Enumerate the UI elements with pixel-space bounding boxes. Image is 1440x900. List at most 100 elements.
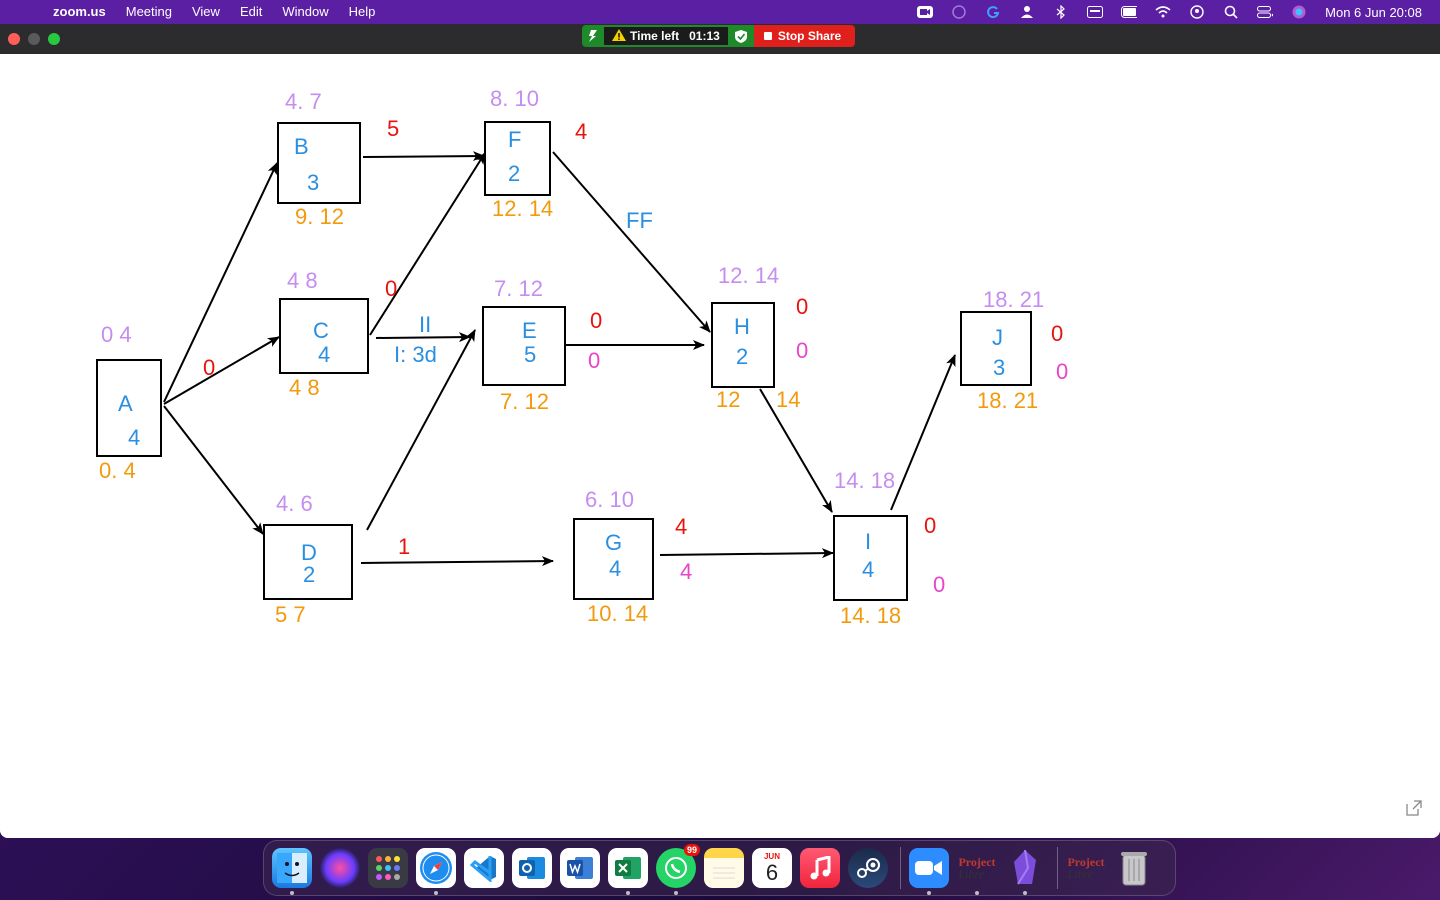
- safari-running-dot: [434, 891, 438, 895]
- arrow-d-g: [360, 556, 554, 567]
- float-label-f: 4: [575, 119, 588, 144]
- node-i-duration: 4: [862, 557, 875, 582]
- node-h-duration: 2: [736, 344, 749, 369]
- late-label-c: 4 8: [289, 375, 320, 400]
- node-g[interactable]: G 4: [573, 518, 654, 600]
- launchpad-icon[interactable]: [368, 848, 408, 888]
- early-label-e: 7. 12: [494, 276, 543, 301]
- node-a-duration: 4: [128, 425, 141, 450]
- keyboard-icon[interactable]: [1087, 5, 1104, 19]
- stop-share-button[interactable]: Stop Share: [753, 25, 856, 47]
- lag-annotation: I: 3d: [394, 342, 437, 367]
- steam-icon[interactable]: [848, 848, 888, 888]
- menu-bar: zoom.us Meeting View Edit Window Help: [0, 0, 1440, 24]
- finder-icon[interactable]: [272, 848, 312, 895]
- node-f-duration: 2: [508, 161, 521, 186]
- arrow-b-f: [362, 151, 485, 162]
- node-i-name: I: [865, 529, 872, 554]
- early-label-h: 12. 14: [718, 263, 780, 288]
- late-label-g: 10. 14: [587, 601, 649, 626]
- music-icon[interactable]: [800, 848, 840, 888]
- whatsapp-icon[interactable]: 99: [656, 844, 700, 895]
- outlook-icon[interactable]: [512, 848, 552, 888]
- dock-separator-2: [1057, 847, 1058, 889]
- menu-view[interactable]: View: [191, 4, 220, 19]
- moon-icon[interactable]: [951, 5, 967, 19]
- node-j-name: J: [992, 325, 1003, 350]
- warning-icon: [612, 28, 626, 44]
- late-label-h-start: 12: [716, 387, 741, 412]
- node-i[interactable]: I 4: [833, 515, 908, 601]
- window-close-button[interactable]: [8, 33, 20, 45]
- menu-app-name[interactable]: zoom.us: [53, 4, 106, 19]
- arrow-g-i: [659, 548, 834, 559]
- grammarly-icon[interactable]: [985, 5, 1001, 19]
- zoom-status-icon[interactable]: [917, 5, 934, 19]
- obsidian-icon[interactable]: [1005, 848, 1045, 895]
- node-j[interactable]: J 3: [960, 311, 1032, 386]
- node-f[interactable]: F 2: [484, 121, 551, 196]
- zoom-running-dot: [927, 891, 931, 895]
- trash-icon[interactable]: [1114, 848, 1154, 888]
- expand-icon[interactable]: [1406, 800, 1422, 816]
- shield-icon[interactable]: [582, 25, 604, 47]
- time-left-indicator[interactable]: Time left 01:13: [604, 25, 728, 47]
- battery-icon[interactable]: [1121, 5, 1138, 19]
- node-c-duration: 4: [318, 342, 331, 367]
- float-label-a: 0: [203, 355, 216, 380]
- early-label-d: 4. 6: [276, 491, 313, 516]
- late-label-d: 5 7: [275, 602, 306, 627]
- menubar-clock[interactable]: Mon 6 Jun 20:08: [1325, 4, 1422, 20]
- project-libre-file-sublabel: Libre: [1067, 867, 1094, 881]
- excel-icon[interactable]: [608, 848, 648, 895]
- obsidian-running-dot: [1023, 891, 1027, 895]
- early-label-i: 14. 18: [834, 468, 896, 493]
- window-minimize-button[interactable]: [28, 33, 40, 45]
- user-icon[interactable]: [1019, 5, 1035, 19]
- early-label-b: 4. 7: [285, 89, 322, 114]
- search-icon[interactable]: [1223, 5, 1239, 19]
- node-d[interactable]: D 2: [263, 524, 353, 600]
- menu-window[interactable]: Window: [282, 4, 329, 19]
- early-label-f: 8. 10: [490, 86, 539, 111]
- window-maximize-button[interactable]: [48, 33, 60, 45]
- early-label-c: 4 8: [287, 268, 318, 293]
- node-e[interactable]: E 5: [482, 306, 566, 386]
- node-j-duration: 3: [993, 355, 1006, 380]
- encryption-shield-icon[interactable]: [727, 25, 754, 47]
- node-h-name: H: [734, 314, 750, 339]
- menu-help[interactable]: Help: [348, 4, 376, 19]
- siri-icon[interactable]: [1291, 5, 1307, 19]
- node-c[interactable]: C 4: [279, 298, 369, 374]
- word-icon[interactable]: [560, 848, 600, 888]
- float-label-i: 0: [924, 513, 937, 538]
- finder-running-dot: [290, 891, 294, 895]
- node-h[interactable]: H 2: [711, 302, 775, 388]
- wifi-icon[interactable]: [1155, 5, 1171, 19]
- siri-app-icon[interactable]: [320, 848, 360, 888]
- zoom-app-icon[interactable]: [909, 848, 949, 895]
- menu-meeting[interactable]: Meeting: [125, 4, 172, 19]
- calendar-month: JUN: [763, 851, 780, 861]
- stop-icon: [763, 32, 772, 40]
- node-e-duration: 5: [524, 342, 537, 367]
- ii-annotation: II: [419, 312, 432, 337]
- node-b[interactable]: B 3: [277, 122, 361, 204]
- notes-icon[interactable]: [704, 848, 744, 888]
- late-label-h-finish: 14: [776, 387, 801, 412]
- control-center-icon[interactable]: [1257, 5, 1274, 19]
- safari-icon[interactable]: [416, 848, 456, 895]
- whatsapp-running-dot: [674, 891, 678, 895]
- free-float-label-g: 4: [680, 559, 693, 584]
- menu-edit[interactable]: Edit: [239, 4, 263, 19]
- project-libre-sublabel: Libre: [958, 867, 985, 881]
- node-a[interactable]: A 4: [96, 359, 162, 457]
- bluetooth-icon[interactable]: [1053, 5, 1069, 19]
- account-icon[interactable]: [1189, 5, 1205, 19]
- project-libre-file-label: Project: [1067, 855, 1105, 869]
- vscode-icon[interactable]: [464, 848, 504, 888]
- calendar-icon[interactable]: JUN 6: [752, 848, 792, 888]
